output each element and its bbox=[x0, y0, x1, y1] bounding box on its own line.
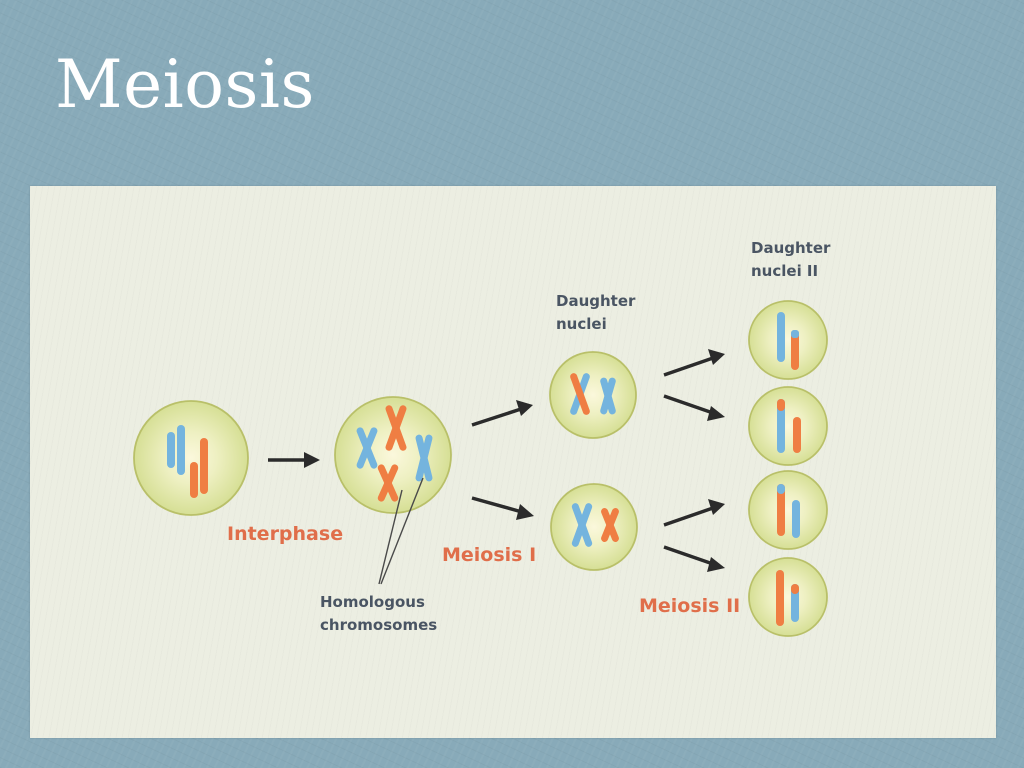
daughter-nuclei-2-label-line1: Daughter bbox=[751, 239, 831, 257]
arrow-to-nuclei2-2 bbox=[663, 394, 725, 421]
nuclei2-cell-2 bbox=[748, 386, 828, 466]
homologous-label-line1: Homologous bbox=[320, 593, 425, 611]
daughter-cell-top bbox=[549, 351, 637, 439]
meiosis-2-label: Meiosis II bbox=[639, 595, 740, 617]
arrow-to-daughter-top bbox=[471, 400, 533, 427]
daughter-nuclei-label-line1: Daughter bbox=[556, 292, 636, 310]
homologous-pointer-lines bbox=[378, 477, 424, 585]
nuclei2-cell-3 bbox=[748, 470, 828, 550]
slide-title: Meiosis bbox=[55, 46, 315, 123]
daughter-nuclei-2-label-line2: nuclei II bbox=[751, 262, 818, 280]
meiosis-diagram: Interphase Meiosis I Meiosis II Homologo… bbox=[133, 239, 831, 637]
interphase-label: Interphase bbox=[227, 523, 343, 545]
arrow-to-nuclei2-3 bbox=[663, 499, 725, 527]
homologous-label-line2: chromosomes bbox=[320, 616, 437, 634]
diagram-panel: Interphase Meiosis I Meiosis II Homologo… bbox=[30, 186, 996, 738]
nuclei2-cell-4 bbox=[748, 557, 828, 637]
daughter-nuclei-label-line2: nuclei bbox=[556, 315, 607, 333]
interphase-cell bbox=[133, 400, 249, 516]
arrow-to-nuclei2-1 bbox=[663, 349, 725, 377]
arrow-interphase-to-meiosis bbox=[268, 452, 320, 468]
nuclei2-cell-1 bbox=[748, 300, 828, 380]
arrow-to-nuclei2-4 bbox=[663, 545, 725, 572]
arrow-to-daughter-bottom bbox=[471, 496, 534, 520]
meiosis-parent-cell bbox=[334, 396, 452, 514]
daughter-cell-bottom bbox=[550, 483, 638, 571]
meiosis-1-label: Meiosis I bbox=[442, 544, 536, 566]
